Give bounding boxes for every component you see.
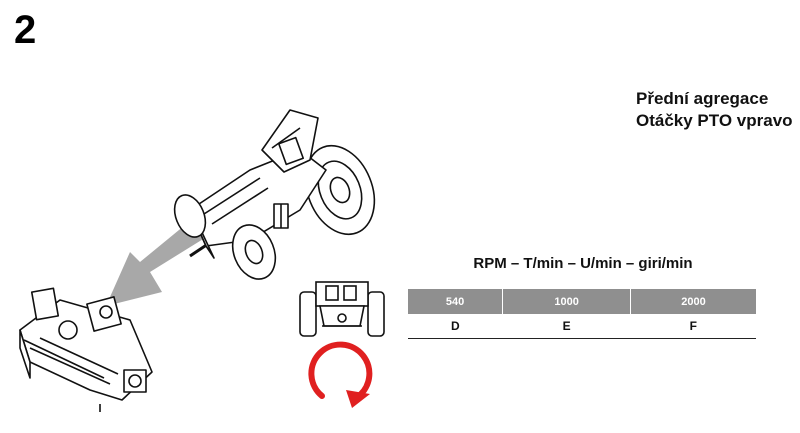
- rpm-col-2000: 2000: [630, 289, 756, 314]
- title-block: Přední agregace Otáčky PTO vpravo: [636, 88, 793, 132]
- step-number: 2: [14, 8, 37, 52]
- title-front-mount: Přední agregace: [636, 89, 769, 108]
- tractor-front-icon: [299, 281, 385, 337]
- mulcher-icon: [19, 287, 153, 412]
- title-pto-direction: Otáčky PTO vpravo: [636, 111, 793, 130]
- rpm-col-540: 540: [408, 289, 503, 314]
- rpm-table: 540 1000 2000 D E F: [408, 289, 756, 339]
- rpm-header-row: 540 1000 2000: [408, 289, 756, 314]
- rpm-col-1000: 1000: [502, 289, 631, 314]
- rpm-code-d: D: [408, 314, 503, 339]
- rpm-code-e: E: [502, 314, 631, 339]
- rpm-code-f: F: [630, 314, 756, 339]
- rpm-heading: RPM – T/min – U/min – giri/min: [473, 255, 693, 272]
- rpm-code-row: D E F: [408, 314, 756, 339]
- clockwise-rotation-icon: [308, 341, 373, 408]
- tractor-icon: [173, 109, 376, 280]
